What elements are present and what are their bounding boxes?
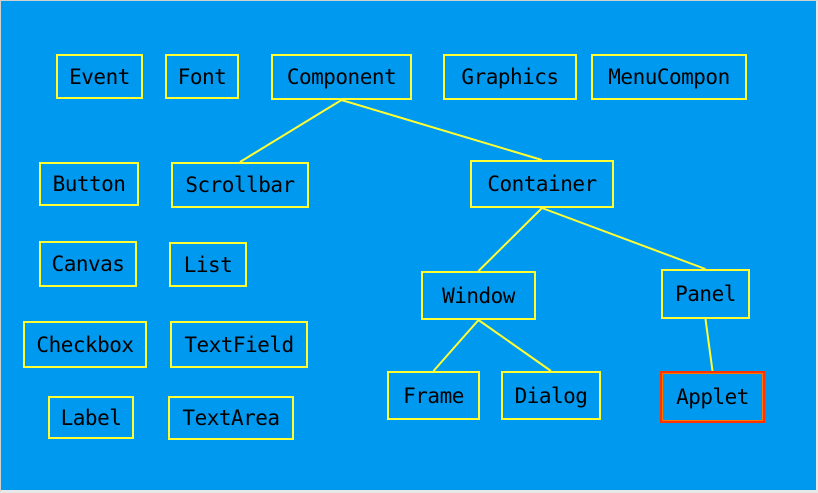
node-scrollbar: Scrollbar (171, 162, 309, 208)
node-frame: Frame (387, 371, 480, 420)
node-component: Component (271, 54, 412, 100)
connector-panel-applet (704, 318, 714, 372)
connector-window-dialog (477, 319, 552, 372)
node-label: Label (48, 396, 134, 439)
node-list: List (169, 242, 247, 287)
node-window: Window (421, 271, 536, 320)
node-textfield: TextField (170, 321, 308, 368)
node-container: Container (470, 160, 614, 208)
connector-component-scrollbar (239, 99, 343, 163)
node-checkbox: Checkbox (23, 321, 147, 368)
node-graphics: Graphics (443, 54, 577, 100)
node-event: Event (56, 54, 143, 99)
node-textarea: TextArea (168, 396, 294, 440)
node-font: Font (165, 54, 239, 99)
connector-container-window (477, 207, 543, 272)
node-applet: Applet (660, 371, 765, 423)
node-dialog: Dialog (501, 371, 601, 420)
node-button: Button (39, 162, 139, 206)
node-panel: Panel (661, 269, 750, 319)
node-menu-component: MenuCompon (591, 54, 747, 100)
connector-window-frame (432, 319, 480, 372)
node-canvas: Canvas (39, 241, 137, 287)
connector-container-panel (541, 207, 706, 270)
connector-component-container (341, 99, 543, 161)
